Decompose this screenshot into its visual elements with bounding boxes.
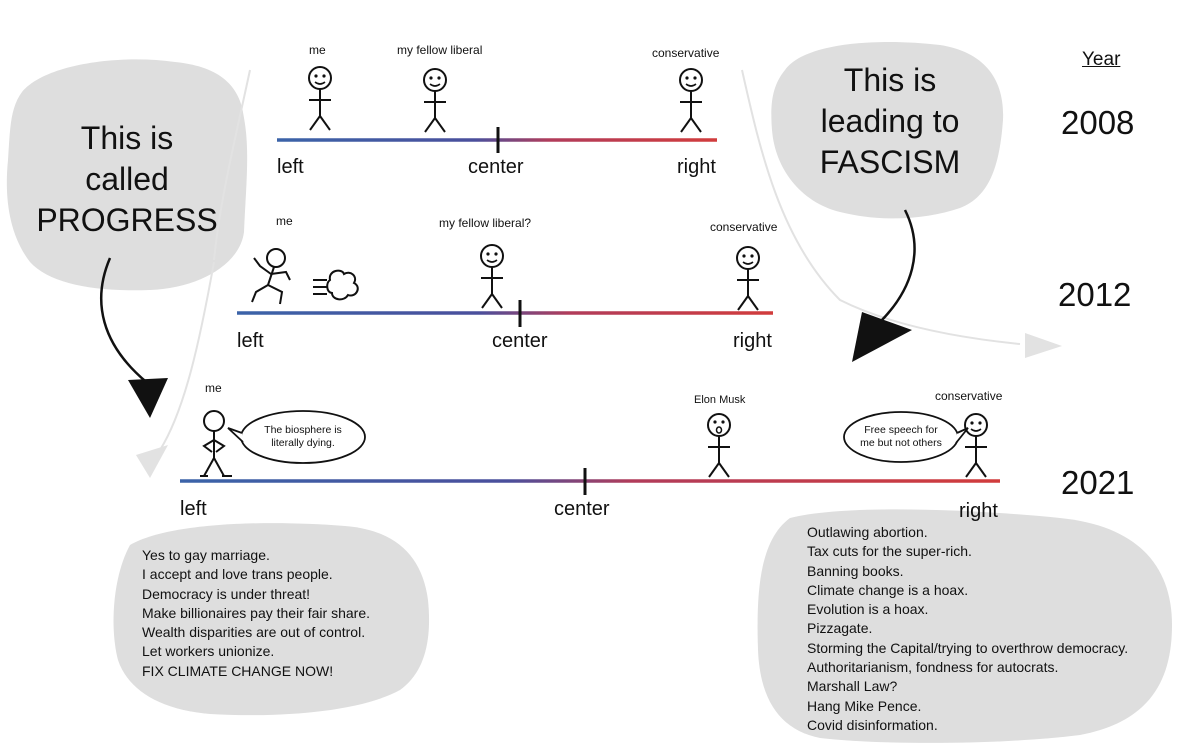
- fascism-callout-line-2: leading to: [820, 103, 960, 139]
- list-item: Covid disinformation.: [807, 716, 938, 733]
- list-item: Make billionaires pay their fair share.: [142, 604, 370, 621]
- axis-left-2012: left: [237, 330, 264, 352]
- list-item: Wealth disparities are out of control.: [142, 624, 366, 641]
- label-me-2012: me: [276, 214, 293, 228]
- speech-text-left: The biosphere is literally dying.: [264, 424, 342, 449]
- list-item: Storming the Capital/trying to overthrow…: [807, 639, 1129, 656]
- label-me-2021: me: [205, 381, 222, 395]
- fascism-callout-line-1: This is: [843, 62, 937, 98]
- axis-center-2012: center: [492, 330, 548, 352]
- axis-left-2021: left: [180, 498, 207, 520]
- label-liberal-2012: my fellow liberal?: [439, 216, 532, 230]
- figure-conservative-2012: [736, 246, 760, 311]
- year-2021: 2021: [1061, 464, 1135, 501]
- speech-text-right: Free speech for me but not others: [860, 424, 942, 449]
- fascism-callout-blob: [771, 41, 1004, 219]
- list-item: Authoritarianism, fondness for autocrats…: [807, 659, 1059, 676]
- label-conservative-2021: conservative: [935, 389, 1003, 403]
- progress-callout-blob: [6, 59, 248, 291]
- fascism-callout-line-3: FASCISM: [819, 144, 961, 180]
- list-item: Banning books.: [807, 562, 904, 579]
- progress-arrow: [99, 257, 151, 386]
- left-list: Yes to gay marriage. I accept and love t…: [142, 546, 370, 681]
- figure-conservative-2021: [964, 413, 988, 478]
- label-conservative-2008: conservative: [652, 46, 720, 60]
- figure-liberal-2008: [423, 68, 447, 133]
- axis-left-2008: left: [277, 156, 304, 178]
- figure-liberal-2012: [480, 244, 504, 309]
- list-item: Pizzagate.: [807, 620, 873, 637]
- year-2008: 2008: [1061, 104, 1135, 141]
- list-item: Climate change is a hoax.: [807, 581, 969, 598]
- right-list-blob: [757, 509, 1172, 743]
- figure-elon-musk-2021: [707, 413, 731, 478]
- left-list-blob: [113, 523, 430, 716]
- label-elon-musk-2021: Elon Musk: [694, 394, 746, 406]
- list-item: Hang Mike Pence.: [807, 697, 922, 714]
- axis-right-2021: right: [959, 500, 998, 522]
- axis-right-2008: right: [677, 156, 716, 178]
- list-item: Marshall Law?: [807, 678, 898, 695]
- fascism-callout: This is leading to FASCISM: [790, 60, 990, 183]
- progress-callout-line-2: called: [85, 161, 169, 197]
- label-conservative-2012: conservative: [710, 220, 778, 234]
- progress-callout-line-3: PROGRESS: [36, 202, 218, 238]
- figure-me-running-2012: [251, 248, 359, 305]
- figure-me-2021: [200, 410, 232, 477]
- list-item: Let workers unionize.: [142, 643, 275, 660]
- list-item: Yes to gay marriage.: [142, 547, 270, 563]
- year-header: Year: [1082, 49, 1121, 70]
- list-item: Evolution is a hoax.: [807, 601, 929, 618]
- label-liberal-2008: my fellow liberal: [397, 43, 483, 57]
- figure-me-2008: [308, 66, 332, 131]
- list-item: I accept and love trans people.: [142, 566, 333, 583]
- list-item: Outlawing abortion.: [807, 524, 928, 540]
- label-me-2008: me: [309, 43, 326, 57]
- list-item: Tax cuts for the super-rich.: [807, 543, 972, 560]
- list-item: FIX CLIMATE CHANGE NOW!: [142, 662, 334, 679]
- right-list: Outlawing abortion. Tax cuts for the sup…: [807, 523, 1128, 735]
- axis-right-2012: right: [733, 330, 772, 352]
- figure-conservative-2008: [679, 68, 703, 133]
- progress-callout: This is called PROGRESS: [22, 118, 232, 241]
- fascism-arrow: [879, 209, 916, 323]
- axis-center-2021: center: [554, 498, 610, 520]
- list-item: Democracy is under threat!: [142, 585, 311, 602]
- progress-callout-line-1: This is: [80, 120, 174, 156]
- axis-center-2008: center: [468, 156, 524, 178]
- year-2012: 2012: [1058, 276, 1132, 313]
